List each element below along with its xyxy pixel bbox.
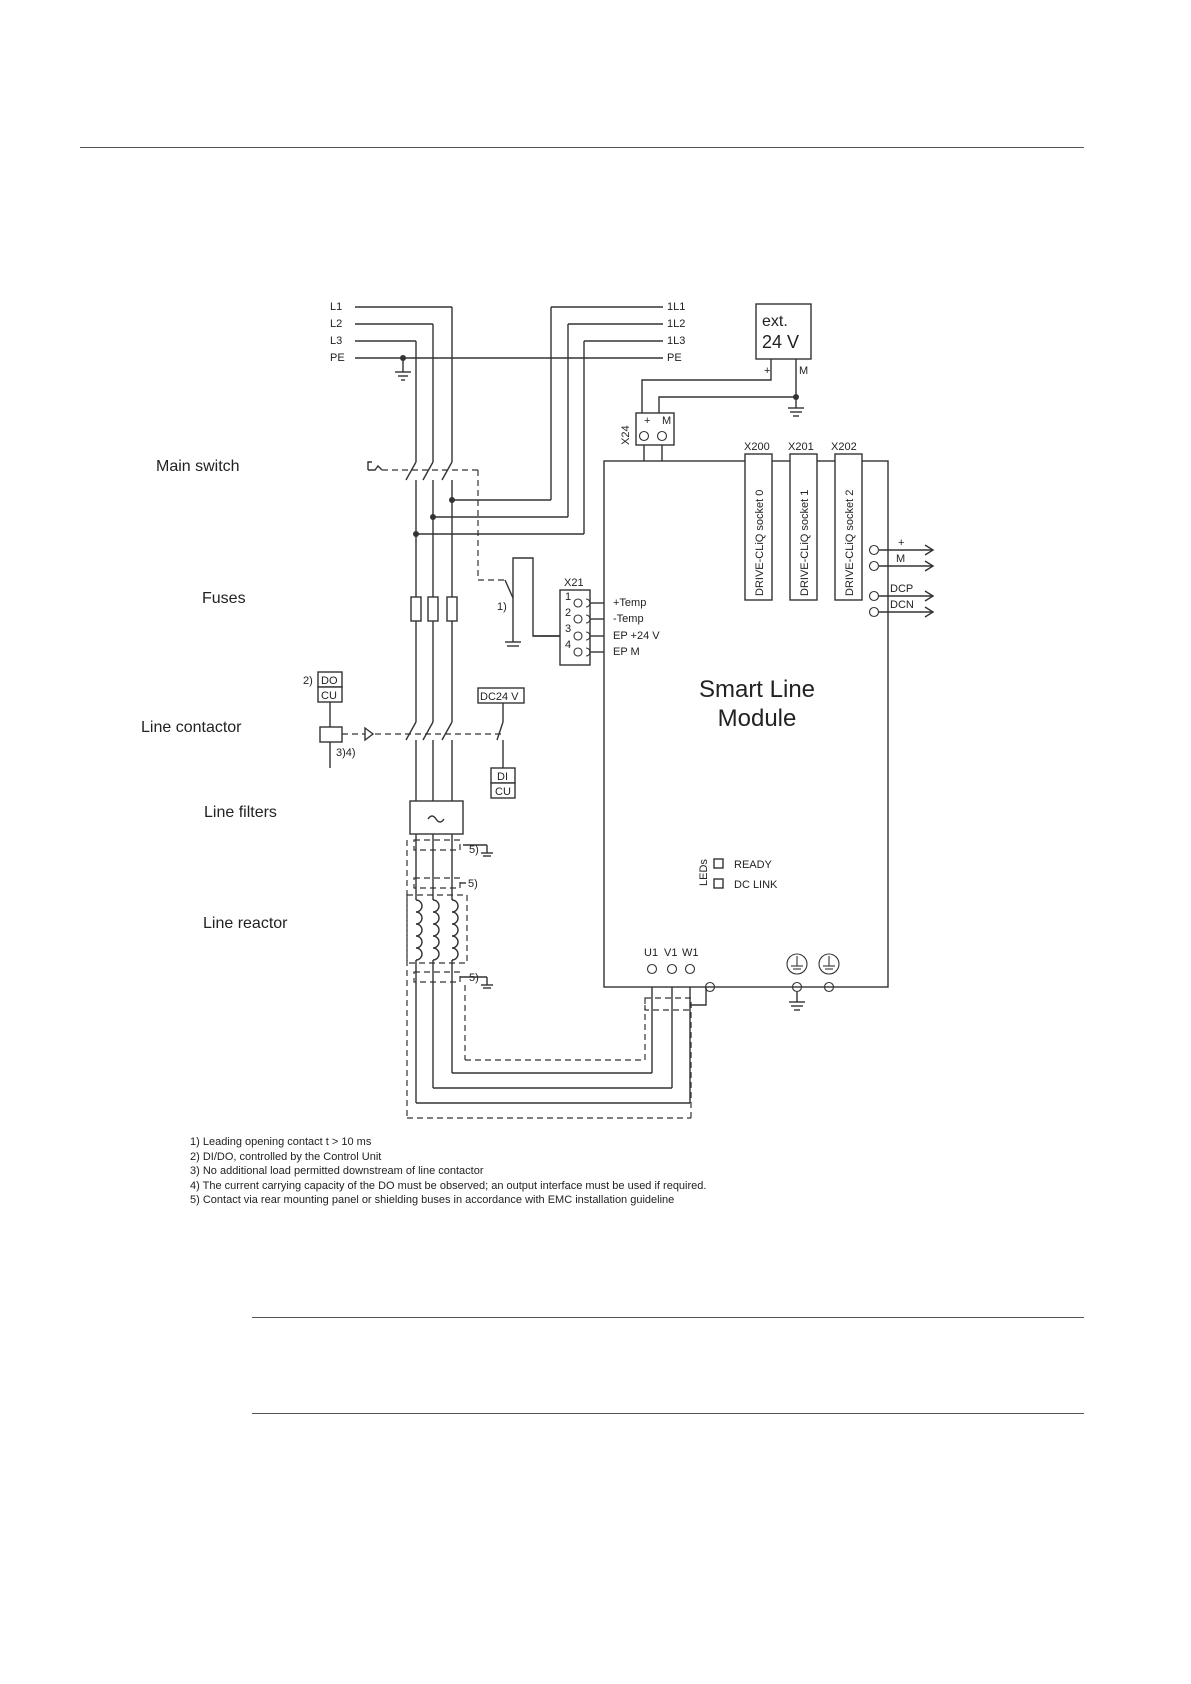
ref-3-4: 3)4) xyxy=(336,747,356,759)
x21-signal-3: EP +24 V xyxy=(613,630,660,642)
led-ready-label: READY xyxy=(734,859,773,871)
led-indicators: LEDs READY DC LINK xyxy=(698,858,778,891)
line-reactor-symbol xyxy=(406,894,468,964)
out-m-label: M xyxy=(896,553,905,565)
x21-pin-2: 2 xyxy=(565,607,571,619)
di-cu-label: CU xyxy=(495,786,511,798)
line-terminals: U1 V1 W1 xyxy=(644,947,716,993)
socket-x201 xyxy=(789,453,818,601)
ext-m-label: M xyxy=(799,365,808,377)
label-pe-right: PE xyxy=(667,352,682,364)
note-rule-bottom xyxy=(252,1413,1084,1414)
label-line-reactor: Line reactor xyxy=(203,915,288,932)
pe-icon-2 xyxy=(818,953,840,975)
do-cu-box: 2) DO CU 3)4) xyxy=(303,671,375,768)
footnote-2: 2) DI/DO, controlled by the Control Unit xyxy=(190,1151,381,1163)
x24-label: X24 xyxy=(620,425,632,445)
di-label: DI xyxy=(497,771,508,783)
note-rule-top xyxy=(252,1317,1084,1318)
label-main-switch: Main switch xyxy=(156,458,240,475)
label-l2: L2 xyxy=(330,318,342,330)
shielded-cable xyxy=(406,840,707,1119)
ref-5-c: 5) xyxy=(469,972,479,984)
x21-pin-1: 1 xyxy=(565,591,571,603)
footnote-3: 3) No additional load permitted downstre… xyxy=(190,1165,484,1177)
socket-x200 xyxy=(744,453,773,601)
contact-1-symbol: 1) xyxy=(497,557,560,647)
label-l3: L3 xyxy=(330,335,342,347)
terminal-w1: W1 xyxy=(682,947,699,959)
label-line-filters: Line filters xyxy=(204,804,277,821)
label-1l3: 1L3 xyxy=(667,335,685,347)
port-x201: X201 xyxy=(788,441,814,453)
port-x200: X200 xyxy=(744,441,770,453)
ref-5-a: 5) xyxy=(469,844,479,856)
socket-2-label: DRIVE-CLiQ socket 2 xyxy=(844,490,856,596)
footnote-1: 1) Leading opening contact t > 10 ms xyxy=(190,1136,372,1148)
x21-pin-4: 4 xyxy=(565,639,571,651)
x24-plus-label: + xyxy=(644,415,650,427)
line-filter-symbol: 5) xyxy=(409,800,493,857)
terminal-v1: V1 xyxy=(664,947,677,959)
socket-0-label: DRIVE-CLiQ socket 0 xyxy=(754,490,766,596)
footnotes: 1) Leading opening contact t > 10 ms 2) … xyxy=(190,1136,706,1206)
ref-2: 2) xyxy=(303,675,313,687)
cu-label: CU xyxy=(321,690,337,702)
ref-5-b: 5) xyxy=(468,878,478,890)
port-x202: X202 xyxy=(831,441,857,453)
led-ready xyxy=(713,858,724,869)
terminal-u1: U1 xyxy=(644,947,658,959)
x21-label: X21 xyxy=(564,577,584,589)
module-title-line2: Module xyxy=(718,705,797,732)
line-contactor-symbol: DC24 V DI CU xyxy=(375,687,525,799)
pe-terminals xyxy=(786,953,840,1011)
leds-title: LEDs xyxy=(698,859,710,886)
supply-labels-right: 1L1 1L2 1L3 PE xyxy=(667,301,685,364)
ext-24v-label: 24 V xyxy=(762,332,799,352)
x24-terminal: X24 + M xyxy=(620,412,675,461)
label-l1: L1 xyxy=(330,301,342,313)
x24-m-label: M xyxy=(662,415,671,427)
shield-clamps: 5) 5) xyxy=(413,839,493,989)
socket-x202 xyxy=(834,453,863,601)
x21-pin-3: 3 xyxy=(565,623,571,635)
out-dcp-label: DCP xyxy=(890,583,913,595)
socket-1-label: DRIVE-CLiQ socket 1 xyxy=(799,490,811,596)
pe-icon-1 xyxy=(786,953,808,975)
footnote-4: 4) The current carrying capacity of the … xyxy=(190,1180,706,1192)
ref-1: 1) xyxy=(497,601,507,613)
header-rule xyxy=(80,147,1084,148)
ext-plus-label: + xyxy=(764,365,770,377)
label-1l2: 1L2 xyxy=(667,318,685,330)
led-dc-link xyxy=(713,878,724,889)
ext-label: ext. xyxy=(762,313,788,330)
footnote-5: 5) Contact via rear mounting panel or sh… xyxy=(190,1194,674,1206)
led-dc-link-label: DC LINK xyxy=(734,879,778,891)
fuses-symbol xyxy=(410,596,458,622)
label-pe: PE xyxy=(330,352,345,364)
label-line-contactor: Line contactor xyxy=(141,719,242,736)
out-dcn-label: DCN xyxy=(890,599,914,611)
main-switch-symbol xyxy=(367,455,505,581)
x21-signal-1: +Temp xyxy=(613,597,646,609)
out-plus-label: + xyxy=(898,537,904,549)
dc24-label: DC24 V xyxy=(480,691,519,703)
module-title-line1: Smart Line xyxy=(699,676,815,703)
x21-signal-2: -Temp xyxy=(613,613,644,625)
x21-signal-4: EP M xyxy=(613,646,640,658)
drive-cliq-sockets: X200 X201 X202 DRIVE-CLiQ socket 0 DRIVE… xyxy=(744,441,863,601)
x21-terminal: X21 1 2 3 4 +Temp -Temp EP +24 V EP M xyxy=(533,577,660,666)
do-label: DO xyxy=(321,675,338,687)
output-terminals: + M DCP DCN xyxy=(868,537,935,618)
label-fuses: Fuses xyxy=(202,590,246,607)
label-1l1: 1L1 xyxy=(667,301,685,313)
supply-labels-left: L1 L2 L3 PE xyxy=(330,301,345,364)
ext-24v-supply: ext. 24 V + M xyxy=(641,303,812,427)
